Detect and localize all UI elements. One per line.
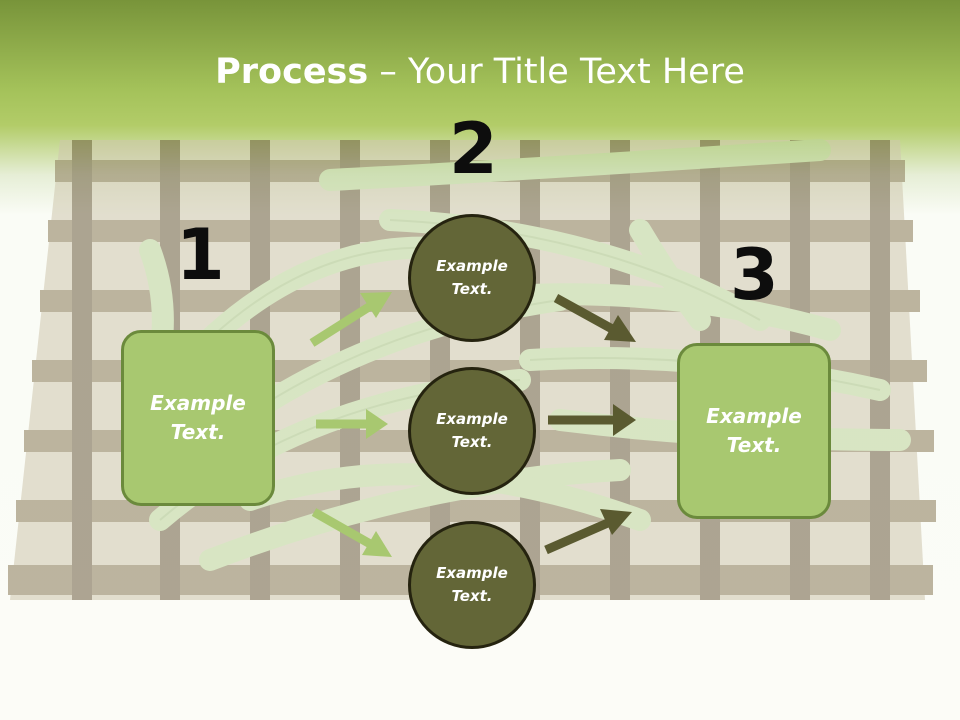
step-box-3: Example Text.: [677, 343, 831, 519]
circle-label-line1: Example: [436, 257, 508, 275]
step-box-1: Example Text.: [121, 330, 275, 506]
title-bold-text: Process: [215, 52, 369, 92]
circle-label-line2: Text.: [451, 280, 493, 298]
step-number-2: 2: [449, 108, 498, 190]
step-number-1: 1: [176, 214, 225, 296]
title-rest-text: – Your Title Text Here: [368, 52, 745, 92]
box-label-line2: Text.: [170, 420, 226, 444]
slide-title: Process – Your Title Text Here: [0, 52, 960, 92]
box-label-line1: Example: [706, 404, 802, 428]
circle-label-line1: Example: [436, 410, 508, 428]
step-circle-bottom: Example Text.: [408, 521, 536, 649]
step-circle-middle: Example Text.: [408, 367, 536, 495]
circle-label-line1: Example: [436, 564, 508, 582]
box-label-line1: Example: [150, 391, 246, 415]
circle-label-line2: Text.: [451, 587, 493, 605]
step-circle-top: Example Text.: [408, 214, 536, 342]
circle-label-line2: Text.: [451, 433, 493, 451]
box-label-line2: Text.: [726, 433, 782, 457]
step-number-3: 3: [730, 234, 779, 316]
